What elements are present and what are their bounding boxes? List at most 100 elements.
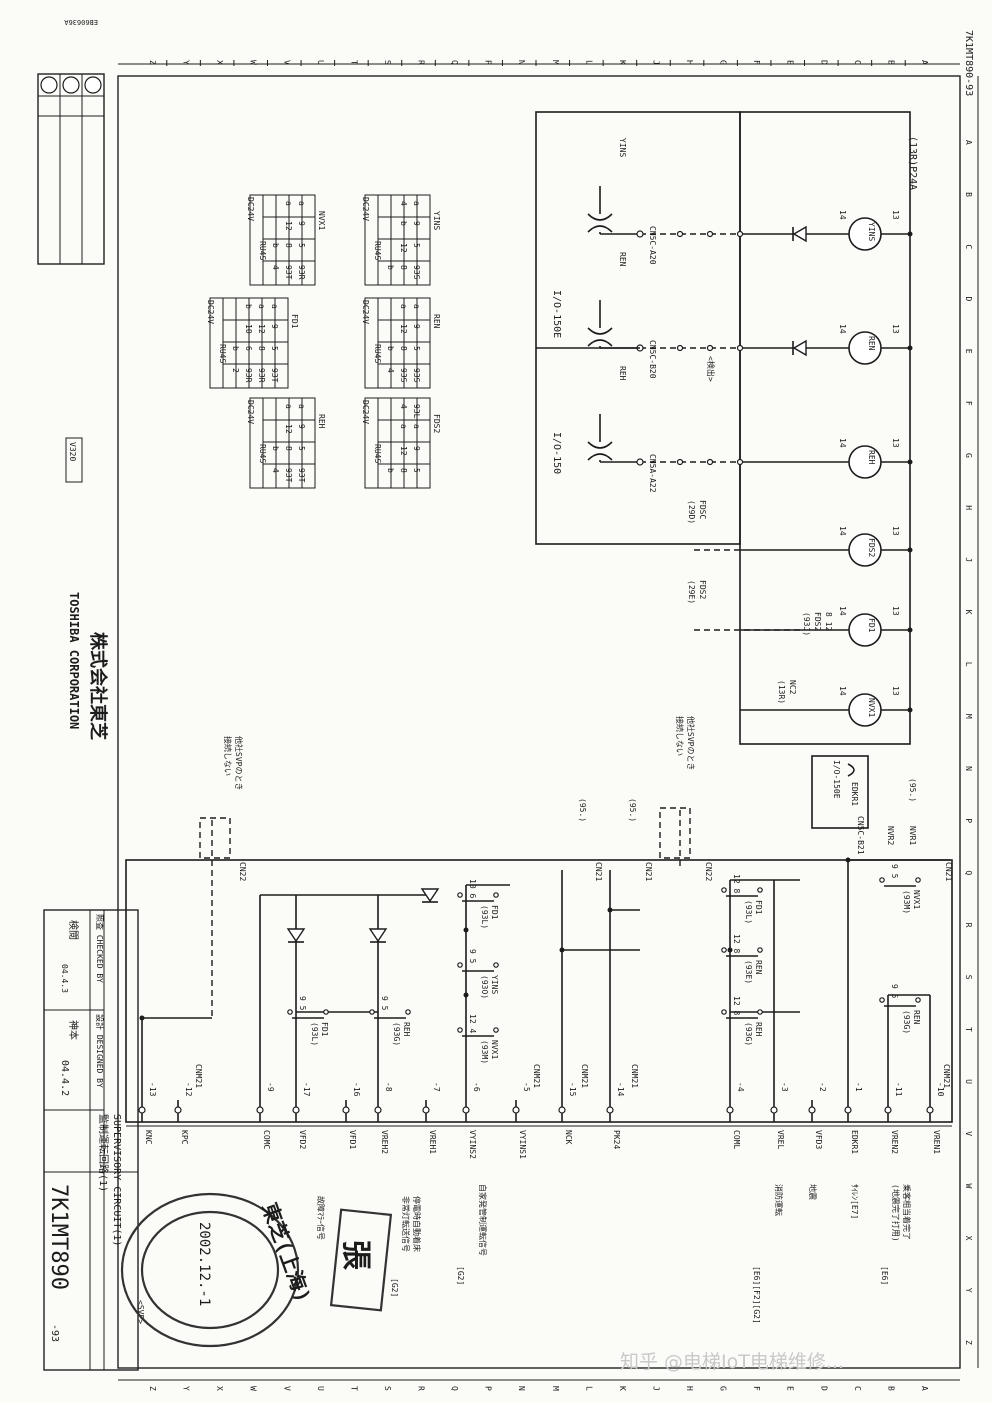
grid-letter-top: G (719, 60, 728, 65)
grid-letter-bottom: N (517, 1386, 526, 1391)
junction-dot (607, 907, 613, 913)
relay-table-frame (249, 397, 316, 489)
grid-letter-top: N (517, 60, 526, 65)
relay-table-cell: 12 (399, 324, 408, 334)
bus-pin: -7 (432, 1082, 441, 1092)
coil-terminal: 14 (838, 526, 847, 536)
contact-pin (721, 947, 727, 953)
relay-table-cell: 5 (297, 243, 306, 248)
bus-pin: -5 (522, 1082, 531, 1092)
contact-label: FD1 (320, 1022, 329, 1037)
relay-table-cell: b (399, 221, 408, 226)
coil-label: YINS (867, 222, 876, 241)
grid-letter-right: J (964, 557, 973, 562)
relay-table-cell: 9 (297, 221, 306, 226)
relay-table-name: REH (317, 414, 326, 429)
grid-letter-top: S (383, 60, 392, 65)
inspection-label: 検閲 (67, 920, 80, 940)
grid-letter-bottom: F (752, 1386, 761, 1391)
grid-letter-bottom: E (786, 1386, 795, 1391)
connector-label: CN5C-A20 (648, 226, 657, 265)
relay-table-cell: 9 (297, 424, 306, 429)
grid-letter-top: K (618, 60, 627, 65)
bus-pin: -9 (266, 1082, 275, 1092)
drawing-number-big: 7K1MT890 (46, 1184, 71, 1290)
designed-by-label: 設計 DESIGNED BY (95, 1014, 105, 1088)
circuit-note: ｻｲﾚﾝ[E7] (850, 1184, 859, 1219)
contact-pins: 12 8 (732, 934, 741, 953)
title-line-1: 監制運転回路(1) (97, 1114, 110, 1192)
bus-terminal (770, 1106, 778, 1114)
power-label: (13R)P24A (907, 136, 918, 190)
circuit-note-ref: [G2] (390, 1278, 399, 1297)
coil-label: REN (867, 336, 876, 351)
grid-letter-top: W (249, 60, 258, 65)
contact-pin (457, 962, 463, 968)
grid-letter-bottom: A (920, 1386, 929, 1391)
contact-pin (287, 1009, 293, 1015)
bus-terminal (462, 1106, 470, 1114)
io-label: I/O-150 (551, 432, 562, 474)
fds2-label: FDS2 (698, 580, 707, 599)
contact-pin (457, 892, 463, 898)
grid-letter-bottom: U (316, 1386, 325, 1391)
circuit-note-ref: [G2] (456, 1266, 465, 1285)
upper-power-box (739, 111, 911, 745)
bus-pin: -11 (894, 1082, 903, 1097)
circuit-note: <SVP> (136, 1300, 145, 1324)
relay-table-cell: 9 (412, 324, 421, 329)
relay-table-cell: 93R (244, 368, 253, 383)
contact-pin (915, 877, 921, 883)
contact-ref: (93G) (902, 1010, 911, 1034)
relay-table-cell: a (399, 304, 408, 309)
relay-table-model: RU4S (373, 241, 382, 260)
grid-letter-right: N (964, 766, 973, 771)
grid-letter-top: X (215, 60, 224, 65)
grid-letter-top: R (417, 60, 426, 65)
grid-letter-top: M (551, 60, 560, 65)
coil-label: NVX1 (867, 698, 876, 717)
relay-table-cell: a (412, 424, 421, 429)
relay-table-cell: b (386, 265, 395, 270)
relay-table-cell: 12 (284, 221, 293, 231)
grid-letter-top: B (886, 60, 895, 65)
grid-letter-top: Y (182, 60, 191, 65)
coil-reh-icon (848, 445, 882, 479)
grid-letter-bottom: C (853, 1386, 862, 1391)
bus-label: KNC (144, 1130, 153, 1145)
coil-terminal: 13 (891, 324, 900, 334)
cnm-label: CNM21 (532, 1064, 541, 1088)
svg-text:2002.12.-1: 2002.12.-1 (196, 1222, 212, 1306)
contact-ref: (93M) (902, 890, 911, 914)
svp-note: 他社SVPのとき (234, 736, 244, 790)
relay-table-voltage: DC24V (361, 197, 370, 221)
cnm-label: CNM21 (194, 1064, 203, 1088)
nvr-label: NVR2 (886, 826, 895, 845)
relay-table-voltage: DC24V (361, 300, 370, 324)
contact-pins: 9 5 (298, 996, 307, 1011)
grid-letter-bottom: G (719, 1386, 728, 1391)
relay-table-cell: 12 (399, 446, 408, 456)
contact-pins: 9 5 (890, 984, 899, 999)
edkr-conn-label: CN5C-B21 (856, 816, 865, 855)
grid-letter-right: P (964, 818, 973, 823)
diode-icon (420, 888, 440, 903)
title-line-2: SUPERVISORY CIRCUIT(1) (111, 1114, 122, 1246)
grid-letter-top: E (786, 60, 795, 65)
grid-letter-right: Q (964, 870, 973, 875)
diode-icon (368, 928, 388, 943)
grid-letter-right: B (964, 192, 973, 197)
grid-letter-bottom: V (282, 1386, 291, 1391)
bus-pin: -8 (384, 1082, 393, 1092)
bus-label: VREH2 (380, 1130, 389, 1154)
fdsc-label: FDSC (698, 500, 707, 519)
bus-label: COML (732, 1130, 741, 1149)
bus-label: VYINS2 (468, 1130, 477, 1159)
grid-letter-bottom: M (551, 1386, 560, 1391)
fd1-contact-label: FDS2 (813, 612, 822, 631)
fds2-label: (29E) (687, 580, 696, 604)
drawing-rev: -93 (49, 1324, 60, 1342)
coil-terminal: 13 (891, 438, 900, 448)
